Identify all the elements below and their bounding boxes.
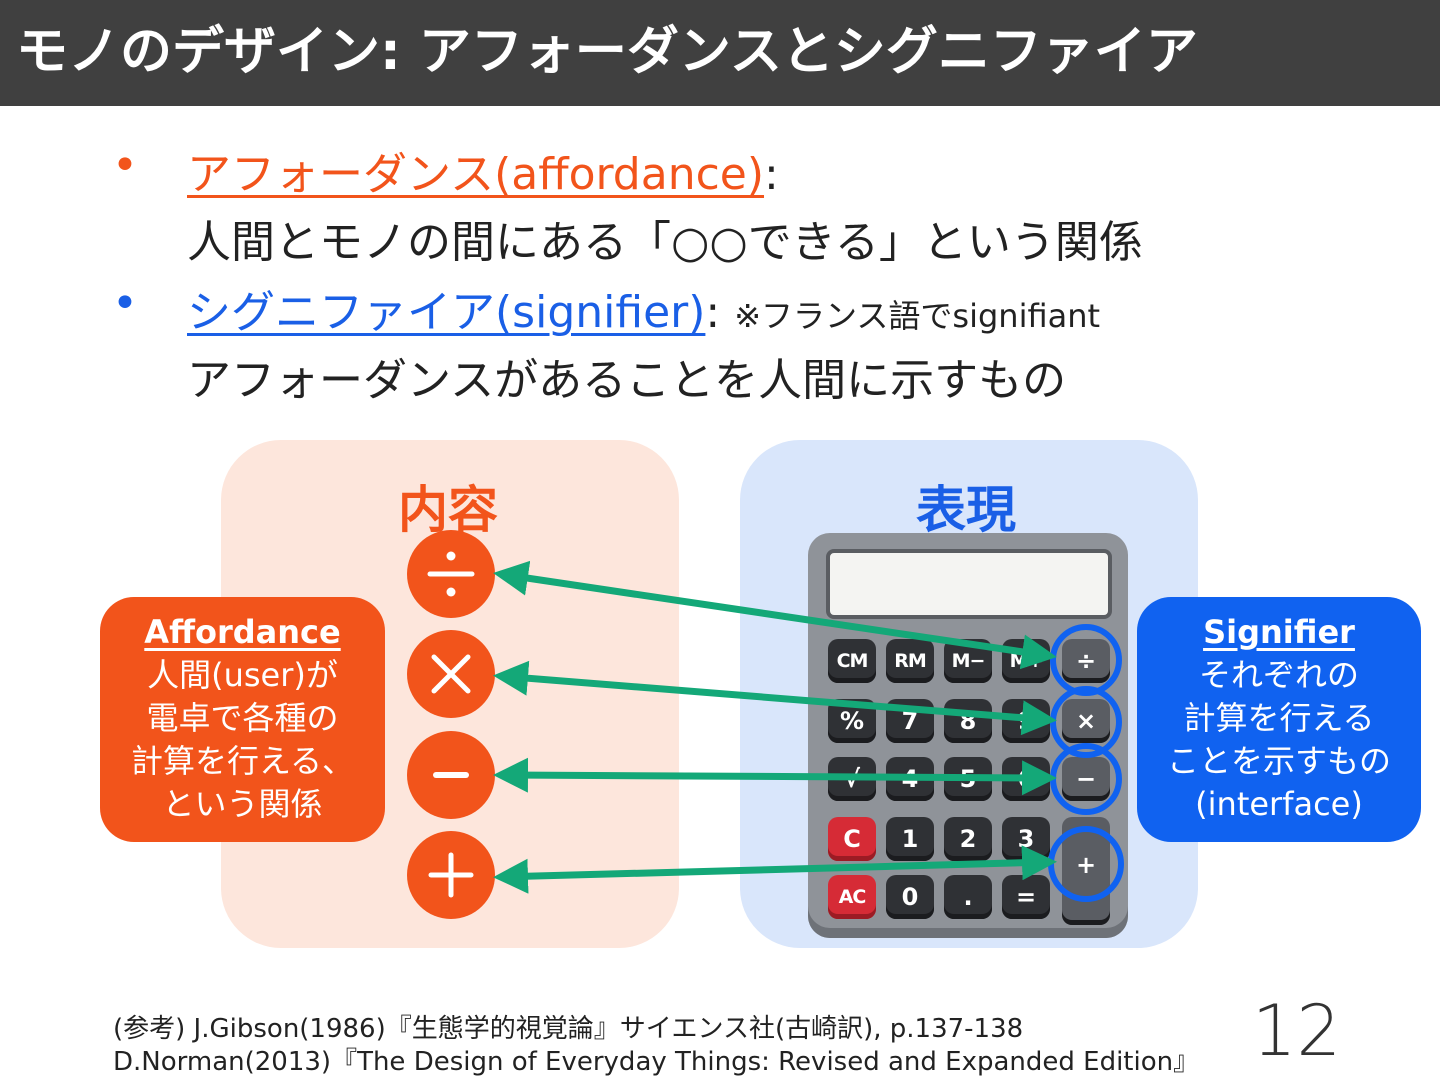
signifier-line: (interface) — [1195, 785, 1363, 823]
content-panel-title: 内容 — [398, 481, 498, 539]
calc-key-minus: − — [1062, 757, 1110, 801]
bullet-marker-1: • — [112, 140, 138, 191]
calc-key-divide: ÷ — [1062, 639, 1110, 683]
title-bar — [0, 0, 1440, 106]
plus-icon — [428, 852, 474, 898]
affordance-box: Affordance 人間(user)が 電卓で各種の 計算を行える、 という関… — [100, 597, 385, 842]
calc-key-multiply: × — [1062, 699, 1110, 743]
signifier-line: ことを示すもの — [1166, 742, 1391, 780]
affordance-line: 計算を行える、 — [130, 742, 355, 780]
signifier-heading: Signifier — [1203, 613, 1355, 651]
affordance-line: 電卓で各種の — [146, 699, 339, 737]
signifier-line: それぞれの — [1198, 656, 1359, 694]
bullet-signifier: シグニファイア(signifier): ※フランス語でsignifiant アフ… — [187, 276, 1100, 408]
bullet-marker-2: • — [112, 278, 138, 329]
expression-panel-title: 表現 — [916, 481, 1016, 539]
term-colon: : — [705, 287, 721, 338]
minus-mapping-arrow — [493, 757, 1057, 796]
plus-key-highlight-ring — [1048, 826, 1124, 902]
reference-norman: D.Norman(2013)『The Design of Everyday Th… — [113, 1047, 1200, 1077]
page-number: 12 — [1252, 990, 1342, 1072]
divide-mapping-arrow — [493, 560, 1057, 670]
multiply-icon — [431, 654, 471, 694]
french-note: ※フランス語でsignifiant — [734, 297, 1101, 335]
slide-title: モノのデザイン: アフォーダンスとシグニファイア — [16, 22, 1198, 82]
signifier-description: アフォーダンスがあることを人間に示すもの — [187, 355, 1067, 406]
reference-gibson: (参考) J.Gibson(1986)『生態学的視覚論』サイエンス社(古崎訳),… — [113, 1014, 1024, 1044]
affordance-line: 人間(user)が — [147, 656, 338, 694]
affordance-description: 人間とモノの間にある「○○できる」という関係 — [187, 217, 1143, 268]
signifier-box: Signifier それぞれの 計算を行える ことを示すもの (interfac… — [1137, 597, 1421, 842]
bullet-affordance: アフォーダンス(affordance): 人間とモノの間にある「○○できる」とい… — [187, 138, 1143, 270]
term-signifier: シグニファイア(signifier) — [187, 287, 706, 338]
multiply-mapping-arrow — [493, 660, 1057, 736]
affordance-heading: Affordance — [144, 613, 341, 651]
term-affordance: アフォーダンス(affordance) — [187, 149, 765, 200]
signifier-line: 計算を行える — [1183, 699, 1375, 737]
plus-mapping-arrow — [493, 845, 1057, 894]
term-colon: : — [764, 149, 779, 200]
divide-key-highlight-ring — [1050, 624, 1122, 696]
affordance-line: という関係 — [162, 785, 323, 823]
divide-icon — [427, 551, 475, 597]
